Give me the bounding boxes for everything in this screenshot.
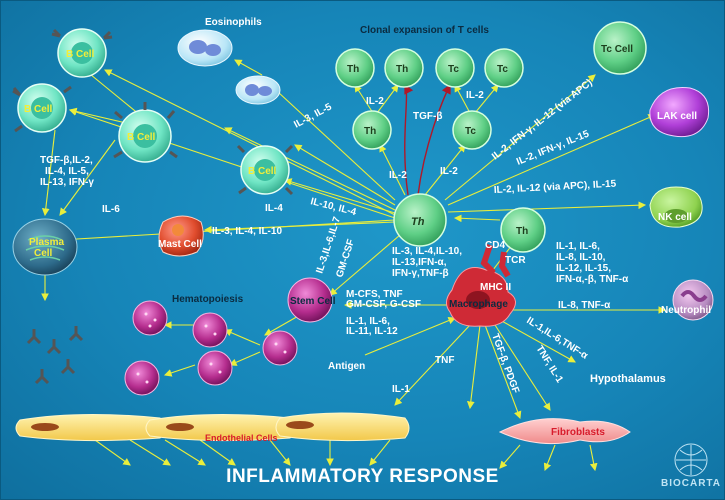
neutrophil-label: Neutrophil (661, 305, 711, 316)
hematopoiesis-cells (124, 300, 298, 396)
tc-label: Tc (465, 126, 476, 137)
eosinophils (177, 29, 281, 105)
mhc2-label: MHC II (480, 282, 511, 293)
antibodies (26, 326, 84, 385)
antigen-label: Antigen (328, 361, 365, 372)
plasma-cell-label: Plasma (29, 237, 64, 248)
cytokine-label: IL-3, IL-4, IL-10 (212, 226, 282, 237)
cytokine-label: IL-13,IFN-α, (392, 257, 447, 268)
cytokine-label: IL-11, IL-12 (346, 326, 398, 337)
cytokine-label: IL-1, IL-6, (346, 316, 390, 327)
t-cells (335, 21, 647, 253)
neutrophil (672, 279, 714, 321)
fibroblasts (498, 418, 631, 445)
cytokine-label: IFN-α,-β, TNF-α (556, 274, 629, 285)
cytokine-label: IL-13, IFN-γ (40, 177, 94, 188)
endothelial-cells-label: Endothelial Cells (205, 433, 278, 443)
cytokine-label: IL-6 (102, 204, 120, 215)
tcr-label: TCR (505, 255, 526, 266)
mast-cell (158, 215, 204, 257)
clonal-expansion-label: Clonal expansion of T cells (360, 25, 489, 36)
th-label: Th (364, 126, 376, 137)
mast-cell-label: Mast Cell (158, 239, 202, 250)
cytokine-label: IL-2, IL-12 (via APC), IL-15 (494, 179, 617, 196)
lak-cell (649, 86, 710, 138)
b-cell-label: B Cell (127, 132, 156, 143)
cytokine-label: IL-3, IL-5 (292, 101, 334, 130)
plasma-cell-label: Cell (34, 248, 53, 259)
cytokine-label: TGF-β,IL-2, (40, 155, 93, 166)
cytokine-label: IFN-γ,TNF-β (392, 268, 449, 279)
cytokine-label: IL-3, IL-4,IL-10, (392, 246, 462, 257)
cytokine-label: IL-8, IL-10, (556, 252, 606, 263)
biocarta-logo (674, 443, 708, 477)
macrophage (446, 267, 516, 327)
cytokine-label: GM-CSF, G-CSF (346, 299, 421, 310)
b-cell-label: B Cell (248, 166, 277, 177)
cytokine-label: IL-1, IL-6, (556, 241, 600, 252)
stem-cell-label: Stem Cell (290, 296, 336, 307)
cytokine-label: IL-4, IL-5, (45, 166, 89, 177)
cytokine-label: TNF (435, 355, 454, 366)
nk-cell-label: NK cell (658, 212, 692, 223)
cytokine-label: IL-8, TNF-α (558, 300, 611, 311)
tc-label: Tc (497, 64, 508, 75)
hematopoiesis-label: Hematopoiesis (172, 294, 244, 305)
plasma-cell (12, 218, 78, 276)
nk-cell (649, 186, 703, 228)
cytokine-label: TGF-β, PDGF (489, 332, 521, 395)
brand-label: BIOCARTA (660, 478, 722, 489)
endothelial-cells (15, 412, 410, 442)
eosinophils-label: Eosinophils (205, 17, 262, 28)
cytokine-label: IL-1 (392, 384, 410, 395)
th-label: Th (396, 64, 408, 75)
stem-cell (287, 277, 333, 323)
cytokine-label: IL-12, IL-15, (556, 263, 611, 274)
tcr-complex (480, 244, 511, 287)
b-cell-label: B Cell (24, 104, 53, 115)
th-main-label: Th (411, 216, 425, 228)
cytokine-label: IL-2 (389, 170, 407, 181)
cytokine-label: GM-CSF (334, 238, 357, 279)
hematopoiesis-granules (136, 312, 287, 384)
diagram-title: INFLAMMATORY RESPONSE (226, 466, 499, 487)
b-cells (12, 28, 294, 196)
tc-cell-label: Tc Cell (601, 44, 633, 55)
cytokine-label: IL-4 (265, 203, 283, 214)
fibroblasts-label: Fibroblasts (551, 427, 605, 438)
b-cell-label: B Cell (66, 49, 95, 60)
cytokine-label: TNF, IL-1 (533, 344, 565, 386)
cd4-label: CD4 (485, 240, 505, 251)
th-label: Th (347, 64, 359, 75)
cytokine-label: IL-2 (366, 96, 384, 107)
cytokine-label: TGF-β (413, 111, 442, 122)
cytokine-label: M-CFS, TNF (346, 289, 403, 300)
tc-label: Tc (448, 64, 459, 75)
cytokine-label: IL-2 (466, 90, 484, 101)
lak-cell-label: LAK cell (657, 111, 697, 122)
th-label: Th (516, 226, 528, 237)
hypothalamus-label: Hypothalamus (590, 373, 666, 385)
macrophage-label: Macrophage (449, 299, 508, 310)
cytokine-label: IL-2 (440, 166, 458, 177)
